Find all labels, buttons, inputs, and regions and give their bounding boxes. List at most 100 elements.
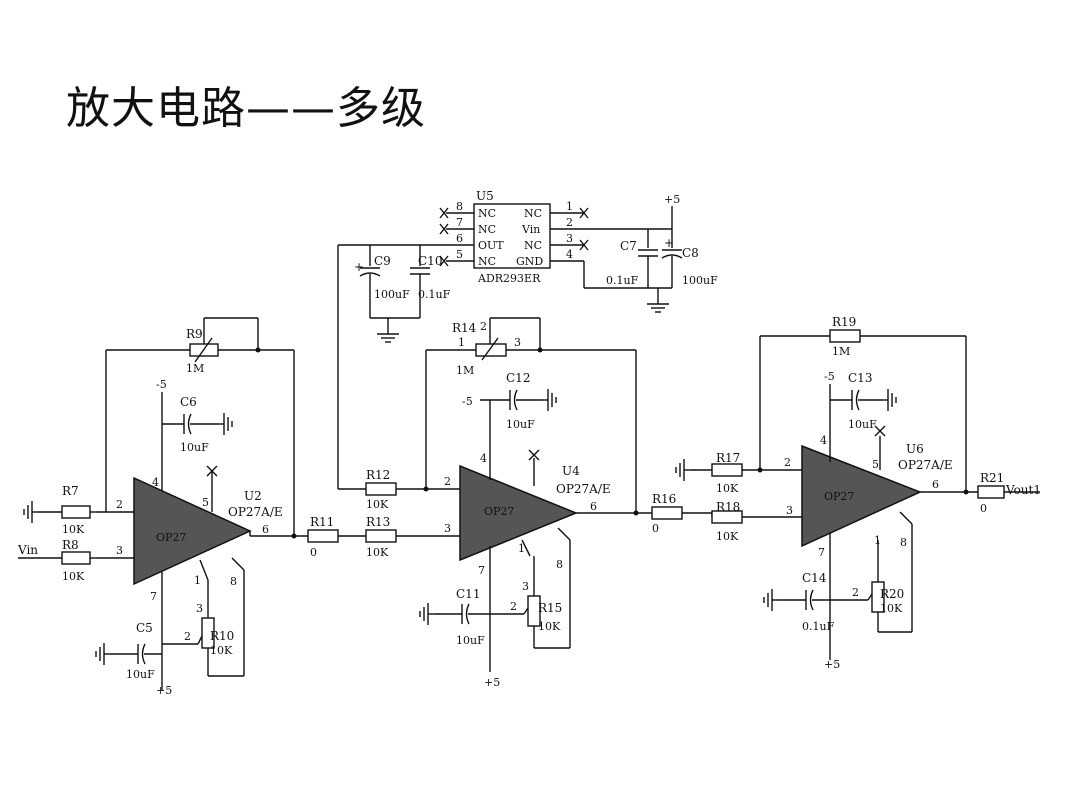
r21-name: R21: [980, 471, 1004, 485]
u6-pin-3: 3: [786, 504, 793, 517]
ground-icon: [881, 388, 897, 412]
c12-name: C12: [506, 371, 530, 385]
c11-name: C11: [456, 587, 480, 601]
nc-cross-icon: [206, 465, 218, 477]
r12-name: R12: [366, 468, 390, 482]
u4-pin-3b: 3: [522, 580, 529, 593]
r20-pin-2: 2: [852, 586, 859, 599]
c6-name: C6: [180, 395, 197, 409]
u5-pin-6: 6: [456, 232, 463, 245]
page-title: 放大电路——多级: [66, 83, 426, 134]
c5-name: C5: [136, 621, 153, 635]
c6-value: 10uF: [180, 441, 209, 454]
nc-cross-icon: [579, 207, 589, 251]
r10-value: 10K: [210, 644, 233, 657]
u4-pin-8: 8: [556, 558, 563, 571]
r19-value: 1M: [832, 345, 850, 358]
r10-pin-3: 3: [196, 602, 203, 615]
u4-vpos-label: +5: [484, 676, 500, 689]
c14-value: 0.1uF: [802, 620, 835, 633]
r13-value: 10K: [366, 546, 389, 559]
u2-pin-3: 3: [116, 544, 123, 557]
u4-pin-3: 3: [444, 522, 451, 535]
ground-icon: [541, 388, 557, 412]
r15-name: R15: [538, 601, 562, 615]
u4-pin-4: 4: [480, 452, 487, 465]
u6-pin-6: 6: [932, 478, 939, 491]
c8-name: C8: [682, 246, 699, 260]
u5-body: [473, 203, 551, 269]
u4-opamp: [459, 464, 578, 562]
u2-vpos-label: +5: [156, 684, 172, 697]
nc-cross-icon: [528, 449, 540, 461]
r14-pin-1: 1: [458, 336, 465, 349]
r14-resistor: [475, 343, 507, 357]
u5-label-out: OUT: [478, 239, 504, 252]
u6-pin-4: 4: [820, 434, 827, 447]
c13-name: C13: [848, 371, 872, 385]
r14-pin-3: 3: [514, 336, 521, 349]
u2-pin-7: 7: [150, 590, 157, 603]
c8-value: 100uF: [682, 274, 718, 287]
u5-label-vin: Vin: [521, 223, 540, 236]
c11-value: 10uF: [456, 634, 485, 647]
u2-body-label: OP27: [156, 531, 186, 544]
u5-pin-5: 5: [456, 248, 463, 261]
r11-resistor: [307, 529, 339, 543]
u5-label-nc-1: NC: [478, 207, 496, 220]
vin-label: Vin: [17, 543, 38, 557]
u4-c12-value: 10uF: [506, 418, 535, 431]
c10-name: C10: [418, 254, 442, 268]
r8-resistor: [61, 551, 91, 565]
u6-vneg-label: -5: [824, 370, 835, 383]
r16-resistor: [651, 506, 683, 520]
r16-name: R16: [652, 492, 676, 506]
u5-pin-1: 1: [566, 200, 573, 213]
u6-pin-2: 2: [784, 456, 791, 469]
u6-body-label: OP27: [824, 490, 854, 503]
ground-icon: [23, 500, 39, 524]
u4-pin-1: 1: [518, 542, 525, 555]
stage-2: OP27 U4 OP27A/E R11 0 R13 10K 3 R12 10K …: [307, 317, 652, 689]
svg-text:+: +: [354, 260, 364, 274]
c7-value: 0.1uF: [606, 274, 639, 287]
u5-pin-2: 2: [566, 216, 573, 229]
u2-pin-6: 6: [262, 523, 269, 536]
u6-part: OP27A/E: [898, 458, 953, 472]
r11-name: R11: [310, 515, 334, 529]
r18-name: R18: [716, 500, 740, 514]
u4-body-label: OP27: [484, 505, 514, 518]
svg-text:+: +: [664, 236, 674, 250]
r13-resistor: [365, 529, 397, 543]
ground-icon: [376, 327, 400, 343]
u2-pin-8: 8: [230, 575, 237, 588]
u5-pin-8: 8: [456, 200, 463, 213]
u4-pin-2: 2: [444, 475, 451, 488]
u6-pin-1: 1: [874, 534, 881, 547]
r14-name: R14: [452, 321, 477, 335]
u4-vneg-label: -5: [462, 395, 473, 408]
c9-name: C9: [374, 254, 391, 268]
c5-value: 10uF: [126, 668, 155, 681]
r12-resistor: [365, 482, 397, 496]
ground-icon: [217, 412, 233, 436]
u5-label-nc-4: NC: [524, 207, 542, 220]
u6-pin-8: 8: [900, 536, 907, 549]
u6-opamp: [801, 444, 922, 548]
r9-value: 1M: [186, 362, 204, 375]
u2-vneg-label: -5: [156, 378, 167, 391]
u2-pin-2: 2: [116, 498, 123, 511]
ground-icon: [763, 588, 779, 612]
r18-value: 10K: [716, 530, 739, 543]
r7-name: R7: [62, 484, 79, 498]
r17-resistor: [711, 463, 743, 477]
c7-name: C7: [620, 239, 637, 253]
u2-opamp: [133, 476, 252, 586]
ground-icon: [95, 642, 111, 666]
u5-supply-label: +5: [664, 193, 680, 206]
r10-name: R10: [210, 629, 234, 643]
u5-name: U5: [476, 189, 494, 203]
vout-label: Vout1: [1005, 483, 1041, 497]
u5-label-nc-5: NC: [524, 239, 542, 252]
r20-name: R20: [880, 587, 904, 601]
